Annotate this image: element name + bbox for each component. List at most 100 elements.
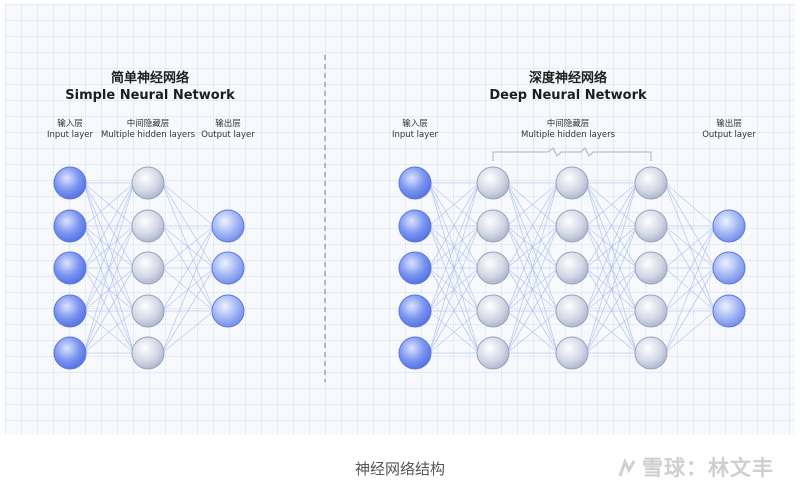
deep-edge — [664, 310, 716, 354]
deep-title-cn: 深度神经网络 — [529, 70, 607, 86]
simple-hidden-node — [131, 251, 165, 285]
deep-hidden-label-cn: 中间隐藏层 — [547, 118, 590, 129]
deep-edge — [664, 267, 716, 354]
deep-hidden-node — [555, 294, 589, 328]
deep-edge — [428, 182, 480, 354]
simple-edge — [161, 225, 215, 354]
deep-edge — [428, 310, 480, 354]
simple-edge — [161, 310, 215, 354]
deep-edge — [585, 182, 638, 354]
figure-caption: 神经网络结构 — [354, 460, 445, 478]
deep-edge — [664, 225, 716, 354]
deep-input-label-en: Input layer — [392, 130, 439, 140]
deep-output-node — [712, 251, 746, 285]
simple-edge — [83, 310, 135, 354]
simple-edge — [83, 225, 135, 354]
hidden-layers-bracket — [492, 147, 652, 161]
deep-hidden-node — [476, 209, 510, 243]
deep-hidden-node — [476, 336, 510, 370]
deep-edge — [428, 182, 480, 269]
simple-hidden-node — [131, 294, 165, 328]
deep-hidden-node — [476, 166, 510, 200]
deep-output-node — [712, 294, 746, 328]
deep-hidden-node — [634, 166, 668, 200]
simple-output-node — [211, 251, 245, 285]
deep-edge — [428, 182, 480, 312]
deep-edge — [506, 225, 559, 354]
watermark-text: 雪球：林文丰 — [642, 456, 774, 480]
simple-edge — [161, 182, 215, 269]
deep-hidden-node — [555, 209, 589, 243]
simple-edge — [83, 267, 135, 354]
watermark: 雪球：林文丰 — [616, 452, 774, 482]
simple-edge — [83, 182, 135, 354]
deep-input-node — [398, 251, 432, 285]
deep-input-node — [398, 294, 432, 328]
deep-output-label-en: Output layer — [702, 130, 756, 140]
deep-hidden-node — [555, 166, 589, 200]
simple-output-label-cn: 输出层 — [215, 118, 241, 129]
deep-edge — [506, 182, 559, 269]
deep-title-en: Deep Neural Network — [489, 88, 647, 103]
simple-output-label-en: Output layer — [201, 130, 255, 140]
simple-edge — [83, 182, 135, 227]
simple-title-cn: 简单神经网络 — [111, 70, 189, 86]
simple-input-node — [53, 209, 87, 243]
deep-hidden-node — [476, 294, 510, 328]
simple-hidden-node — [131, 336, 165, 370]
deep-edge — [664, 225, 716, 312]
deep-hidden-node — [634, 251, 668, 285]
simple-edge — [161, 225, 215, 269]
simple-output-node — [211, 294, 245, 328]
deep-edge — [506, 267, 559, 354]
simple-edge — [161, 182, 215, 227]
deep-edge — [585, 310, 638, 354]
deep-input-node — [398, 209, 432, 243]
deep-edge — [585, 225, 638, 354]
deep-edge — [664, 225, 716, 269]
deep-edge — [585, 182, 638, 312]
simple-edge — [161, 225, 215, 312]
deep-network — [398, 166, 746, 370]
simple-hidden-label-en: Multiple hidden layers — [101, 130, 196, 140]
deep-edge — [664, 182, 716, 269]
deep-edge — [506, 182, 559, 312]
deep-input-node — [398, 336, 432, 370]
deep-input-label-cn: 输入层 — [402, 118, 428, 129]
deep-output-label-cn: 输出层 — [716, 118, 742, 129]
deep-edge — [585, 182, 638, 227]
simple-edge — [83, 182, 135, 269]
deep-hidden-node — [476, 251, 510, 285]
deep-hidden-node — [634, 209, 668, 243]
simple-network — [53, 166, 245, 370]
deep-edge — [506, 182, 559, 354]
simple-edge — [161, 267, 215, 354]
simple-hidden-node — [131, 209, 165, 243]
simple-input-node — [53, 251, 87, 285]
simple-input-label-cn: 输入层 — [57, 118, 83, 129]
deep-hidden-node — [634, 336, 668, 370]
deep-edge — [664, 182, 716, 227]
simple-hidden-node — [131, 166, 165, 200]
deep-edge — [428, 225, 480, 354]
simple-title-en: Simple Neural Network — [65, 88, 235, 103]
simple-input-node — [53, 294, 87, 328]
deep-edge — [585, 182, 638, 269]
simple-output-node — [211, 209, 245, 243]
deep-output-node — [712, 209, 746, 243]
simple-edge — [83, 182, 135, 312]
deep-hidden-node — [555, 251, 589, 285]
simple-input-label-en: Input layer — [47, 130, 94, 140]
deep-edge — [428, 182, 480, 227]
deep-hidden-label-en: Multiple hidden layers — [521, 130, 616, 140]
simple-input-node — [53, 166, 87, 200]
deep-hidden-node — [555, 336, 589, 370]
deep-edge — [585, 267, 638, 354]
deep-edge — [506, 182, 559, 227]
deep-edge — [428, 267, 480, 354]
deep-hidden-node — [634, 294, 668, 328]
deep-input-node — [398, 166, 432, 200]
deep-edge — [506, 310, 559, 354]
watermark-logo-icon — [618, 458, 636, 477]
